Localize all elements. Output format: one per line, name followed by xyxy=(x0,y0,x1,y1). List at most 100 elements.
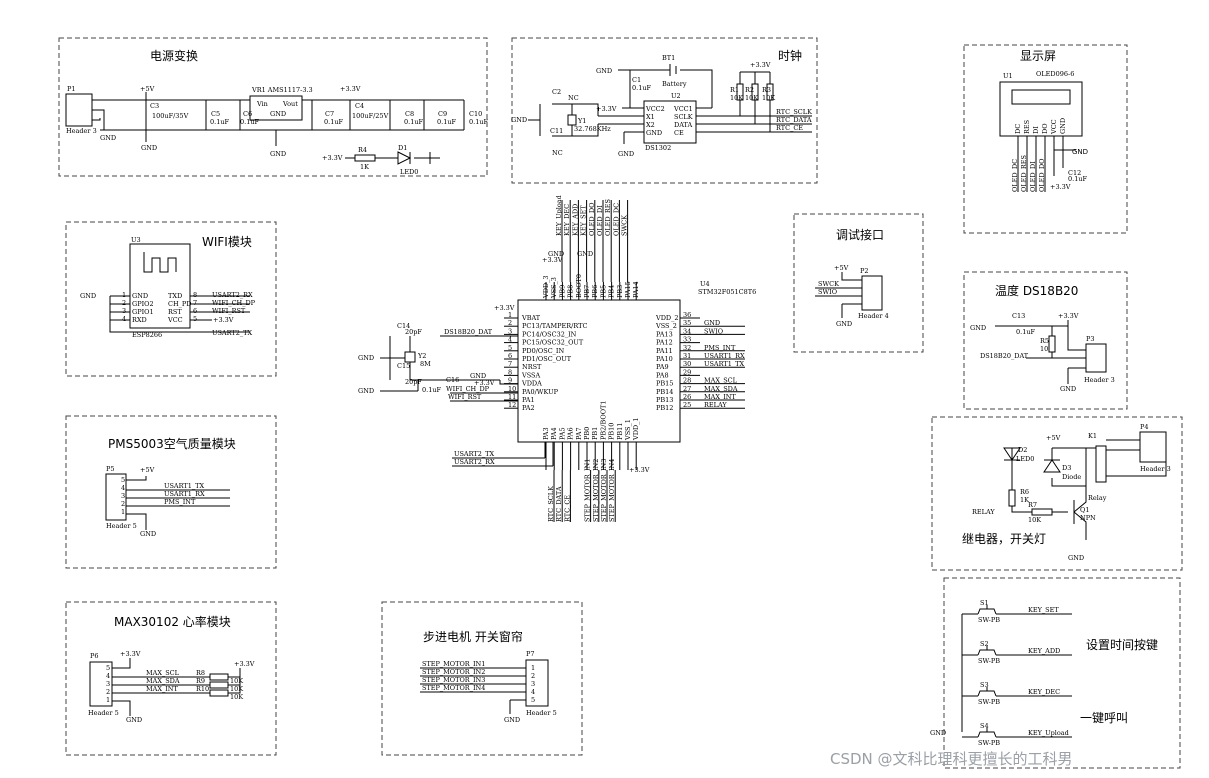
net-usart2-tx: USART2_TX xyxy=(454,450,494,458)
r7-resistor xyxy=(1031,508,1053,516)
mcu-top-pin-name: PA15 xyxy=(624,281,632,298)
esp-net: USART2_RX xyxy=(212,291,253,299)
mcu-right-net: USART1_RX xyxy=(704,352,745,360)
oled-gnd: GND xyxy=(1072,148,1088,156)
mcu-right-pin-name: PA11 xyxy=(656,347,673,355)
esp-left-pin-num: 2 xyxy=(122,299,126,307)
r7-label: R7 xyxy=(1028,501,1037,509)
battery-label: Battery xyxy=(662,80,687,88)
u3-label: U3 xyxy=(131,236,141,244)
pin-x2: X2 xyxy=(646,121,655,129)
pin-x1: X1 xyxy=(646,113,655,121)
k1-relay xyxy=(1095,445,1107,483)
debug-gnd: GND xyxy=(836,320,852,328)
mcu-top-net: SWCK xyxy=(621,215,629,236)
keys-section: S1SW-PBKEY_SETS2SW-PBKEY_ADDS3SW-PBKEY_D… xyxy=(930,577,1181,769)
mcu-left-pin-num: 6 xyxy=(508,352,512,360)
bt1-label: BT1 xyxy=(662,54,675,62)
mcu-left-pin-num: 5 xyxy=(508,344,512,352)
power-title: 电源变换 xyxy=(150,48,198,63)
mcu-left-pin-name: PA2 xyxy=(522,404,535,412)
mcu-bottom-pin-name: PA5 xyxy=(558,427,566,440)
r6-label: R6 xyxy=(1020,488,1029,496)
switch-type: SW-PB xyxy=(978,657,1000,665)
mcu-right-pin-name: VDD_2 xyxy=(655,314,679,322)
r5-label: R5 xyxy=(1040,337,1049,345)
temp-gnd-2: GND xyxy=(1060,385,1076,393)
mcu-right-pin-num: 35 xyxy=(683,319,691,327)
mcu-top-pin-name: PB8 xyxy=(567,285,575,298)
gnd-label-2: GND xyxy=(141,144,157,152)
y1-value: 32.768KHz xyxy=(574,125,611,133)
clock-section: 时钟 U2 DS1302 VCC2 X1 X2 GND VCC1 SCLK DA… xyxy=(511,37,818,184)
mcu-right-pin-num: 25 xyxy=(683,401,691,409)
p1-header xyxy=(65,93,93,127)
mcu-right-pin-name: PA13 xyxy=(656,330,673,338)
debug-section: 调试接口 P2 Header 4 +5V SWCK SWIO GND xyxy=(793,213,924,353)
air-p5v: +5V xyxy=(140,466,155,474)
relay-section: 继电器，开关灯 P4 Header 3 K1 Relay D2 LED0 D3 … xyxy=(931,416,1183,571)
esp-left-pin: GPIO1 xyxy=(132,308,154,316)
oled-screen xyxy=(1011,89,1071,105)
p6-type: Header 5 xyxy=(88,709,119,717)
switch-label: S2 xyxy=(980,640,989,648)
r6-value: 1K xyxy=(1020,496,1029,504)
mcu-right-pin-name: PB15 xyxy=(656,380,673,388)
esp-left-pin-num: 1 xyxy=(122,291,126,299)
c3-label: C3 xyxy=(150,102,159,110)
mcu-top-pin-name: VSS_3 xyxy=(550,277,558,299)
motor-gnd: GND xyxy=(504,716,520,724)
net-usart2-rx: USART2_RX xyxy=(454,458,495,466)
c15-value: 20pF xyxy=(405,378,422,386)
p7-type: Header 5 xyxy=(526,709,557,717)
r1-resistor xyxy=(736,83,744,101)
csdn-watermark: CSDN @文科比理科更擅长的工科男 xyxy=(830,750,1073,768)
d2-label: D2 xyxy=(1018,446,1027,454)
d3-label: D3 xyxy=(1062,464,1071,472)
mcu-top-pin-name: BOOT0 xyxy=(575,274,583,298)
mcu-right-pin-num: 34 xyxy=(683,327,691,335)
esp-right-pin: CH_PD xyxy=(168,300,191,308)
vr1-label: VR1 AMS1117-3.3 xyxy=(251,86,313,94)
regulator-gnd: GND xyxy=(270,110,286,118)
c14-value: 20pF xyxy=(405,328,422,336)
mcu-bottom-pin-name: PB10 xyxy=(608,423,616,440)
esp-right-pin-num: 5 xyxy=(193,315,197,323)
p5-pin-num: 5 xyxy=(121,476,125,484)
mcu-left-pin-name: VDDA xyxy=(521,380,542,388)
c4-value: 100uF/25V xyxy=(352,112,389,120)
pin-data: DATA xyxy=(674,121,693,129)
c12-label: C12 xyxy=(1068,169,1081,177)
temp-net: DS18B20_DAT xyxy=(980,352,1029,360)
debug-swck: SWCK xyxy=(818,280,839,288)
mcu-bottom-pin-name: PB0 xyxy=(583,427,591,440)
net-wifi-rst: WIFI_RST xyxy=(448,393,482,401)
esp-right-pin: RST xyxy=(168,308,182,316)
p5-pin-num: 1 xyxy=(121,508,125,516)
oled-net: OLED_DC xyxy=(1011,159,1019,192)
motor-in2: STEP_MOTOR_IN2 xyxy=(422,668,485,676)
mcu-bottom-net: RTC_DATA xyxy=(555,486,563,522)
r2-label: R2 xyxy=(745,86,754,94)
heart-pullup-p33: +3.3V xyxy=(234,660,255,668)
mcu-right-pin-name: PA8 xyxy=(656,371,669,379)
p7-label: P7 xyxy=(526,650,535,658)
c7-label: C7 xyxy=(325,110,334,118)
mcu-left-pin-name: PD1/OSC_OUT xyxy=(522,355,572,363)
mcu-bottom-pin-name: PB2/BOOT1 xyxy=(599,400,607,440)
p1-label: P1 xyxy=(67,85,76,93)
esp-name: ESP8266 xyxy=(132,331,162,339)
switch-net: KEY_DEC xyxy=(1028,688,1060,696)
esp-left-pin-num: 4 xyxy=(122,315,126,323)
c16-label: C16 xyxy=(446,376,459,384)
oled-net: OLED_DI xyxy=(1029,161,1037,192)
mcu-top-pin-name: VDD_3 xyxy=(542,275,550,299)
p6-pin-num: 2 xyxy=(106,688,110,696)
mcu-top-net: KEY_SET xyxy=(580,205,588,236)
esp-right-pin: TXD xyxy=(168,292,182,300)
mcu-right-net: RELAY xyxy=(704,401,727,409)
c4-label: C4 xyxy=(355,102,364,110)
p6-label: P6 xyxy=(90,652,99,660)
switch-type: SW-PB xyxy=(978,698,1000,706)
c14-label: C14 xyxy=(397,322,410,330)
